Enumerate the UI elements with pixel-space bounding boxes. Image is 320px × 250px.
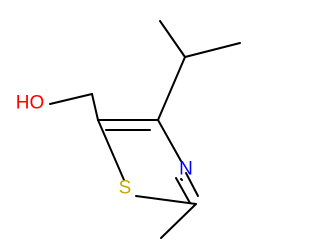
bond-c2-s1 [135,195,197,205]
bond-isopropyl-methyl-right [184,42,241,58]
structure-diagram: HO S N [16,20,241,239]
bond-c4-n3 [157,119,182,162]
hydroxyl-label: HO [16,93,45,114]
bond-s1-c5 [97,119,125,181]
molecule-canvas: HO S N [15,20,241,239]
bond-n3-c2-outer [180,178,183,181]
bond-isopropyl-methyl-left [159,20,186,58]
bond-n3-c2-line [175,177,191,204]
sulfur-label: S [119,178,132,199]
bond-ch2-o [49,93,93,105]
bond-c2-methyl [160,203,197,239]
bond-isopropyl-to-ring [157,56,186,121]
bond-c5-ch2 [91,93,99,121]
nitrogen-label: N [179,159,193,180]
bond-n3-c2-line-2 [185,172,199,197]
